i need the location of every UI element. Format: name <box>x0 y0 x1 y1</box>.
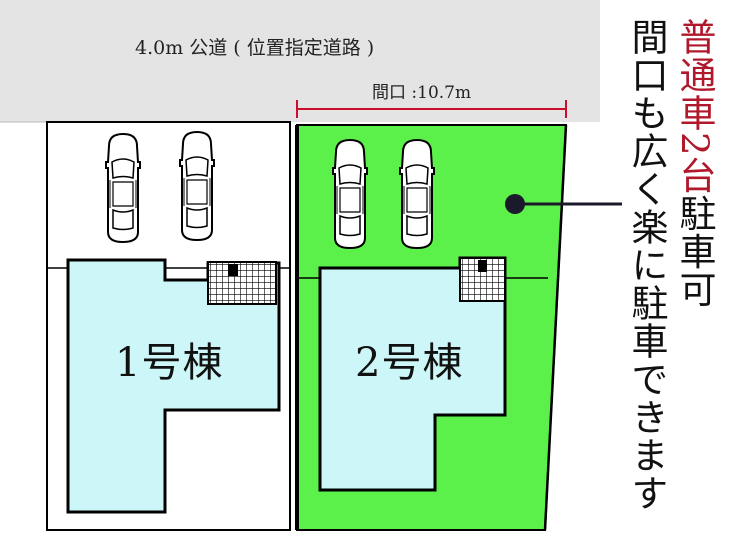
car-icon <box>332 139 368 249</box>
caption-parking-count: 普通車2台 <box>673 18 716 195</box>
car-icon <box>179 131 215 241</box>
car-icon <box>105 133 141 243</box>
frontage-dimension-line <box>296 100 567 118</box>
pointer-dot-icon <box>505 194 622 214</box>
frontage-label: 間口 :10.7m <box>372 83 472 103</box>
building-1 <box>66 258 281 514</box>
caption-column-2: 間口も広く楽に駐車できます <box>625 18 668 512</box>
road-label: 4.0m 公道 ( 位置指定道路 ) <box>135 37 375 59</box>
building-2-label: 2号棟 <box>355 340 464 386</box>
car-icon <box>399 139 435 249</box>
caption-column-1: 普通車2台駐車可 <box>673 18 716 309</box>
building-1-label: 1号棟 <box>115 340 224 386</box>
caption-parking-possible: 駐車可 <box>673 194 716 309</box>
stair-grid-icon <box>207 261 277 305</box>
public-road <box>0 0 600 122</box>
